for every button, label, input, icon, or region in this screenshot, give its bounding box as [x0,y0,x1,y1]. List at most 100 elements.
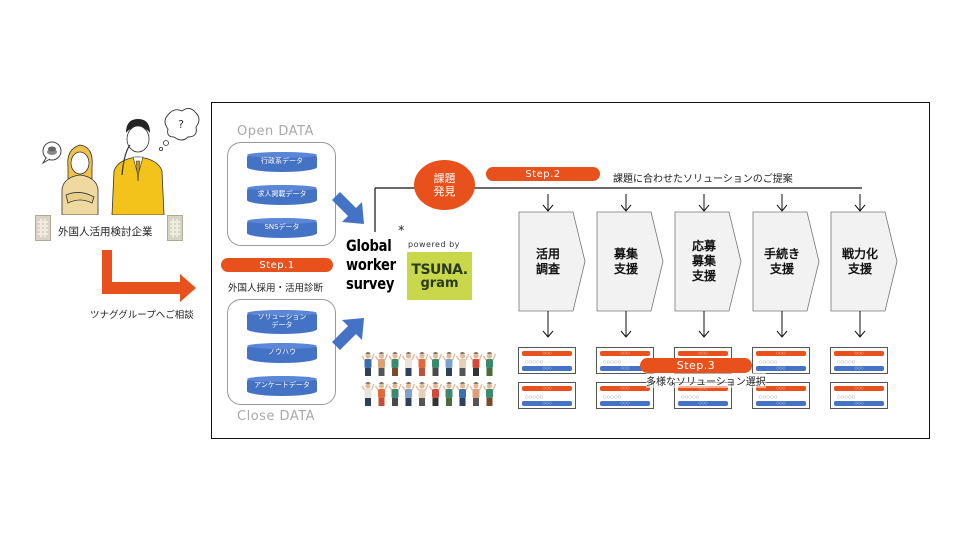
close-data-item: アンケートデータ [247,376,317,396]
close-data-group [227,299,336,405]
man-figure [111,119,165,215]
worker-figure [361,352,375,376]
card-body-text: ○○○○○ [525,359,544,364]
card-footer-bar: ○○○ [834,366,884,371]
card-body-text: ○○○○○ [759,359,778,364]
worker-figure [415,352,429,376]
worker-figure [428,382,443,406]
card-footer-bar: ○○○ [522,366,572,371]
card-body-text: ○○○○○ [837,359,856,364]
issue-discovery-badge: 課題発見 [414,160,475,210]
open-data-item: SNSデータ [247,218,317,238]
open-data-arrow-icon [332,192,364,224]
down-arrow-icon [854,194,866,212]
global-worker-survey-title: Global worker survey [346,236,396,293]
woman-figure [61,144,99,215]
down-arrow-icon [620,194,632,212]
tsunagram-logo: TSUNA. gram [407,252,472,300]
worker-figure [455,382,470,406]
coins-speech-icon [41,141,62,165]
step2-badge: Step.2 [486,167,600,181]
worker-figure [428,352,443,376]
powered-by-label: powered by [408,240,460,249]
survey-asterisk: * [398,224,405,239]
down-arrow-icon [542,194,554,212]
solution-chevron [596,211,664,312]
down-arrow-icon [620,311,632,338]
card-header-bar: ○○○ [834,351,884,356]
step3-description: 多様なソリューション選択 [646,373,766,388]
solution-label: 募集 支援 [613,246,638,276]
card-body-text: ○○○○○ [603,359,622,364]
card-header-bar: ○○○ [834,386,884,391]
solution-card: ○○○ ○○○○○ ○○○ [752,382,810,409]
worker-figure [388,382,402,406]
worker-figure [442,352,456,376]
card-footer-bar: ○○○ [678,401,728,406]
building-icon-right [167,215,183,241]
worker-figure [361,382,375,406]
card-header-bar: ○○○ [522,386,572,391]
solution-card: ○○○ ○○○○○ ○○○ [518,347,576,374]
step1-description: 外国人採用・活用診断 [228,283,324,294]
company-label: 外国人活用検討企業 [58,226,153,238]
card-header-bar: ○○○ [600,386,650,391]
card-body-text: ○○○○○ [759,394,778,399]
solution-card: ○○○ ○○○○○ ○○○ [830,382,888,409]
card-footer-bar: ○○○ [756,401,806,406]
solution-card: ○○○ ○○○○○ ○○○ [596,382,654,409]
worker-figure [482,352,497,376]
consult-label: ツナググループへご相談 [90,310,194,321]
open-data-title: Open DATA [237,124,314,139]
worker-figure [469,352,483,376]
solution-chevron [830,211,898,312]
open-data-item: 求人掲載データ [247,185,317,205]
worker-figure [374,352,389,376]
solution-card: ○○○ ○○○○○ ○○○ [830,347,888,374]
card-header-bar: ○○○ [756,386,806,391]
step3-badge: Step.3 [640,358,752,373]
step1-badge: Step.1 [221,258,333,272]
down-arrow-icon [542,311,554,338]
card-body-text: ○○○○○ [837,394,856,399]
step2-description: 課題に合わせたソリューションのご提案 [613,174,793,185]
card-header-bar: ○○○ [678,351,728,356]
solution-label: 応募 募集 支援 [691,239,716,283]
card-body-text: ○○○○○ [681,394,700,399]
solution-chevron [518,211,586,312]
solution-card: ○○○ ○○○○○ ○○○ [752,347,810,374]
down-arrow-icon [698,194,710,212]
worker-figure [388,352,402,376]
card-footer-bar: ○○○ [600,366,650,371]
company-people-illustration: ? [41,108,200,215]
solution-chevron [674,211,742,312]
card-header-bar: ○○○ [756,351,806,356]
solution-chevron [752,211,820,312]
card-footer-bar: ○○○ [834,401,884,406]
solution-flow [518,194,898,338]
card-footer-bar: ○○○ [522,401,572,406]
down-arrow-icon [854,311,866,338]
close-data-item: ソリューション データ [247,310,317,334]
worker-figure [455,352,470,376]
down-arrow-icon [776,311,788,338]
card-footer-bar: ○○○ [600,401,650,406]
solution-label: 手続き 支援 [763,246,800,276]
worker-figure [482,382,497,406]
card-footer-bar: ○○○ [756,366,806,371]
question-thought-icon: ? [158,108,200,152]
main-frame [211,102,930,439]
svg-text:?: ? [178,118,184,131]
card-body-text: ○○○○○ [525,394,544,399]
close-data-item: ノウハウ [247,343,317,363]
worker-figure [374,382,389,406]
card-header-bar: ○○○ [678,386,728,391]
open-data-group [227,142,336,246]
building-icon-left [35,215,51,241]
consult-arrow [102,250,196,302]
down-arrow-icon [698,311,710,338]
down-arrow-icon [776,194,788,212]
worker-figure [401,382,416,406]
close-data-arrow-icon [332,318,364,350]
card-header-bar: ○○○ [600,351,650,356]
